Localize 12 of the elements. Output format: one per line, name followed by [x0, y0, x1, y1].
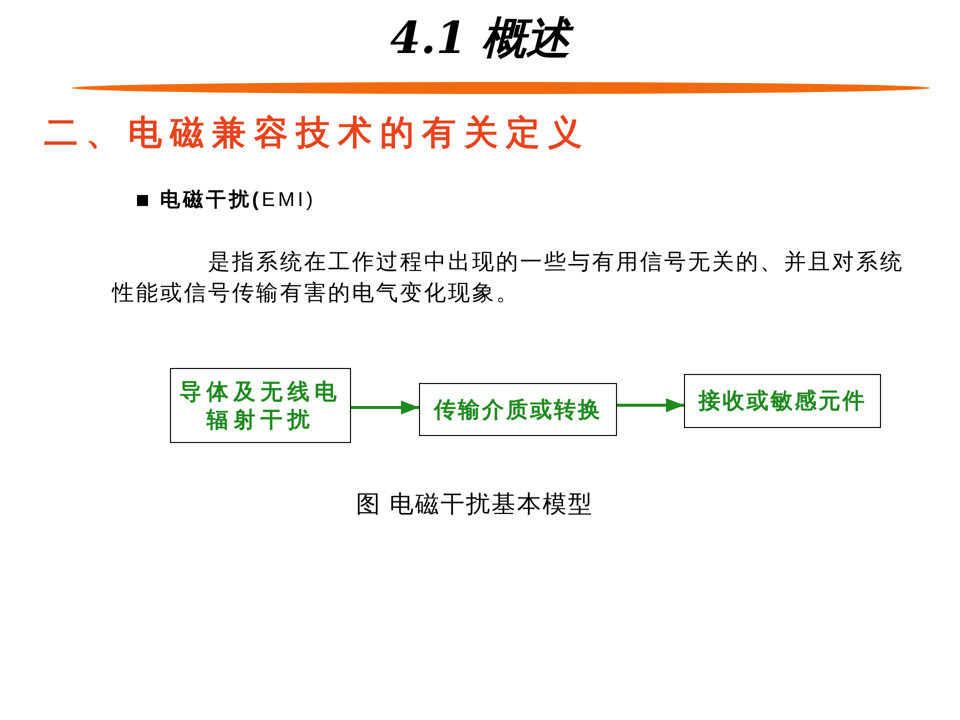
process-box	[419, 383, 617, 436]
paragraph: 是指系统在工作过程中出现的一些与有用信号无关的、并且对系统性能或信号传输有害的电气变化现象。	[112, 248, 905, 307]
box-label: 接收或敏感元件	[697, 387, 868, 415]
section-heading: 二、电磁兼容技术的有关定义	[44, 113, 590, 154]
arrow	[617, 398, 684, 412]
box-label: 传输介质或转换	[432, 396, 603, 424]
process-box	[684, 374, 881, 428]
figure-caption: 图 电磁干扰基本模型	[356, 490, 594, 520]
arrow	[351, 400, 419, 414]
bullet-heading: 电磁干扰(EMI)	[160, 188, 316, 213]
process-box	[170, 368, 351, 443]
box-label: 导体及无线电辐射干扰	[178, 378, 342, 434]
